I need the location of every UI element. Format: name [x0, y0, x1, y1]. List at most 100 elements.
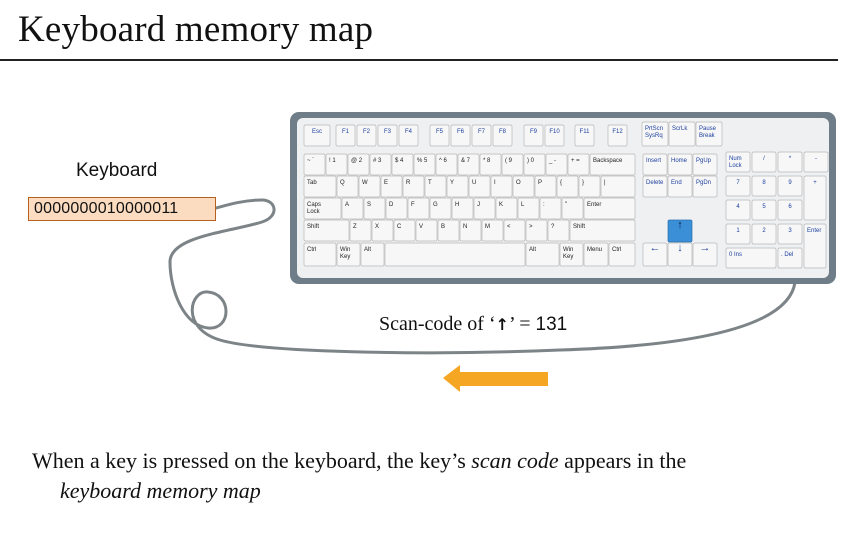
key-g[interactable]: G: [429, 197, 452, 220]
key-[interactable]: >: [525, 219, 548, 242]
key-[interactable]: |: [600, 175, 636, 198]
key-8[interactable]: 8: [751, 175, 777, 197]
key-0[interactable]: ) 0: [523, 153, 546, 176]
key-i[interactable]: I: [490, 175, 513, 198]
key-7[interactable]: 7: [725, 175, 751, 197]
key-[interactable]: + =: [567, 153, 590, 176]
key-t[interactable]: T: [424, 175, 447, 198]
key-9[interactable]: ( 9: [501, 153, 524, 176]
key-[interactable]: ": [561, 197, 584, 220]
key-[interactable]: _ -: [545, 153, 568, 176]
key-menu[interactable]: Menu: [583, 242, 609, 267]
key-f6[interactable]: F6: [450, 124, 471, 147]
key-[interactable]: ↑: [667, 219, 693, 243]
key-j[interactable]: J: [473, 197, 496, 220]
key-[interactable]: ?: [547, 219, 570, 242]
key-f1[interactable]: F1: [335, 124, 356, 147]
key-[interactable]: ~ `: [303, 153, 326, 176]
key-0-ins[interactable]: 0 Ins: [725, 247, 777, 269]
key-alt[interactable]: Alt: [360, 242, 385, 267]
key-end[interactable]: End: [667, 175, 693, 198]
key-8[interactable]: * 8: [479, 153, 502, 176]
key-5[interactable]: 5: [751, 199, 777, 221]
key-scrlk[interactable]: ScrLk: [668, 121, 696, 147]
key-r[interactable]: R: [402, 175, 425, 198]
key-tab[interactable]: Tab: [303, 175, 337, 198]
key-x[interactable]: X: [371, 219, 394, 242]
key-4[interactable]: 4: [725, 199, 751, 221]
key-1[interactable]: ! 1: [325, 153, 348, 176]
key-shift[interactable]: Shift: [303, 219, 350, 242]
key-[interactable]: ←: [642, 242, 668, 267]
key-s[interactable]: S: [363, 197, 386, 220]
key-[interactable]: ↓: [667, 242, 693, 267]
key-6[interactable]: ^ 6: [435, 153, 458, 176]
key-f8[interactable]: F8: [492, 124, 513, 147]
key-u[interactable]: U: [468, 175, 491, 198]
key-f9[interactable]: F9: [523, 124, 544, 147]
key-9[interactable]: 9: [777, 175, 803, 197]
key-o[interactable]: O: [512, 175, 535, 198]
key-f2[interactable]: F2: [356, 124, 377, 147]
key-f11[interactable]: F11: [574, 124, 595, 147]
key-2[interactable]: @ 2: [347, 153, 370, 176]
key-d[interactable]: D: [385, 197, 408, 220]
key-[interactable]: -: [803, 151, 829, 173]
key-[interactable]: }: [578, 175, 601, 198]
key-enter[interactable]: Enter: [803, 223, 827, 269]
key-q[interactable]: Q: [336, 175, 359, 198]
key-l[interactable]: L: [517, 197, 540, 220]
key-p[interactable]: P: [534, 175, 557, 198]
key-z[interactable]: Z: [349, 219, 372, 242]
key-enter[interactable]: Enter: [583, 197, 636, 220]
key-pgdn[interactable]: PgDn: [692, 175, 718, 198]
key-1[interactable]: 1: [725, 223, 751, 245]
key-[interactable]: {: [556, 175, 579, 198]
key-[interactable]: [384, 242, 526, 267]
key-3[interactable]: # 3: [369, 153, 392, 176]
key-c[interactable]: C: [393, 219, 416, 242]
key-[interactable]: →: [692, 242, 718, 267]
key-2[interactable]: 2: [751, 223, 777, 245]
key-e[interactable]: E: [380, 175, 403, 198]
key-f5[interactable]: F5: [429, 124, 450, 147]
key-ctrl[interactable]: Ctrl: [303, 242, 337, 267]
key-[interactable]: <: [503, 219, 526, 242]
key-f7[interactable]: F7: [471, 124, 492, 147]
key-5[interactable]: % 5: [413, 153, 436, 176]
key-ctrl[interactable]: Ctrl: [608, 242, 636, 267]
key-esc[interactable]: Esc: [303, 124, 331, 147]
key-del[interactable]: . Del: [777, 247, 803, 269]
key-b[interactable]: B: [437, 219, 460, 242]
key-f3[interactable]: F3: [377, 124, 398, 147]
key-home[interactable]: Home: [667, 153, 693, 176]
key-insert[interactable]: Insert: [642, 153, 668, 176]
key-alt[interactable]: Alt: [525, 242, 560, 267]
key-[interactable]: +: [803, 175, 827, 221]
key-k[interactable]: K: [495, 197, 518, 220]
key-7[interactable]: & 7: [457, 153, 480, 176]
key-n[interactable]: N: [459, 219, 482, 242]
key-w[interactable]: W: [358, 175, 381, 198]
key-a[interactable]: A: [341, 197, 364, 220]
key-6[interactable]: 6: [777, 199, 803, 221]
key-[interactable]: /: [751, 151, 777, 173]
key-3[interactable]: 3: [777, 223, 803, 245]
key-f[interactable]: F: [407, 197, 430, 220]
key-4[interactable]: $ 4: [391, 153, 414, 176]
key-y[interactable]: Y: [446, 175, 469, 198]
key-backspace[interactable]: Backspace: [589, 153, 636, 176]
key-shift[interactable]: Shift: [569, 219, 636, 242]
key-f4[interactable]: F4: [398, 124, 419, 147]
key-pgup[interactable]: PgUp: [692, 153, 718, 176]
key-h[interactable]: H: [451, 197, 474, 220]
key-[interactable]: :: [539, 197, 562, 220]
key-f10[interactable]: F10: [544, 124, 565, 147]
key-delete[interactable]: Delete: [642, 175, 668, 198]
key-[interactable]: *: [777, 151, 803, 173]
